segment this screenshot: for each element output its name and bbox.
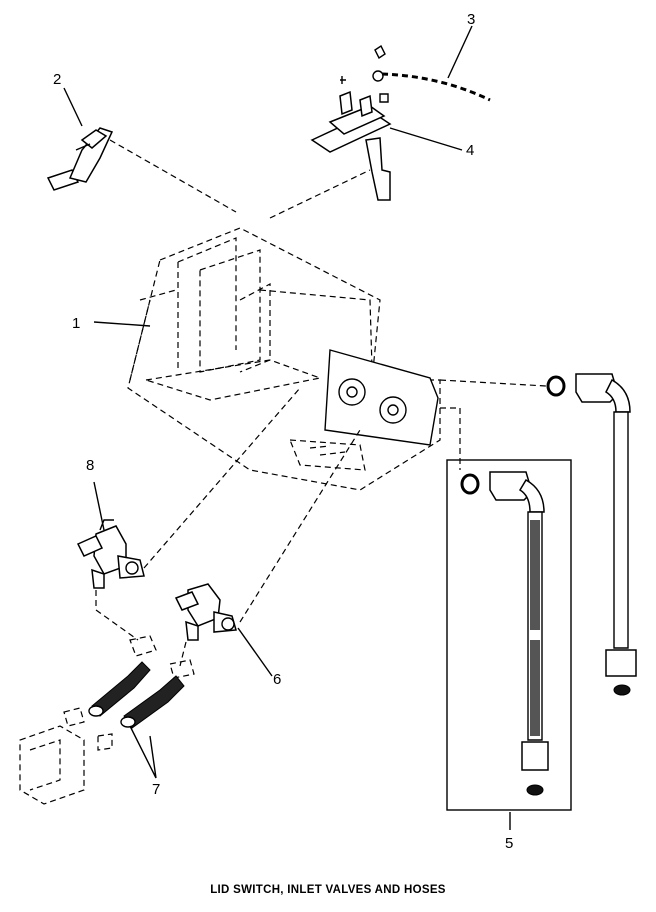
callout-5: 5 — [505, 835, 513, 852]
callout-1: 1 — [72, 315, 80, 332]
spare-inlet-hose — [439, 373, 637, 696]
callout-3: 3 — [467, 11, 475, 28]
callout-6: 6 — [273, 671, 281, 688]
part-4-lid-switch — [269, 76, 392, 219]
part-2-lid-switch-actuator — [46, 127, 237, 213]
diagram-caption: LID SWITCH, INLET VALVES AND HOSES — [210, 884, 446, 896]
callout-4: 4 — [466, 142, 474, 159]
callout-2: 2 — [53, 71, 61, 88]
part-3-wire-harness — [372, 44, 491, 102]
part-6-inlet-valve — [174, 429, 361, 667]
part-1-console-bracket — [127, 227, 441, 491]
part-8-inlet-valve — [76, 387, 301, 641]
callout-7: 7 — [152, 781, 160, 798]
leader-lines — [63, 25, 511, 830]
part-7-fill-hoses — [19, 635, 195, 805]
callout-8: 8 — [86, 457, 94, 474]
part-5-inlet-hose-kit — [440, 407, 572, 811]
